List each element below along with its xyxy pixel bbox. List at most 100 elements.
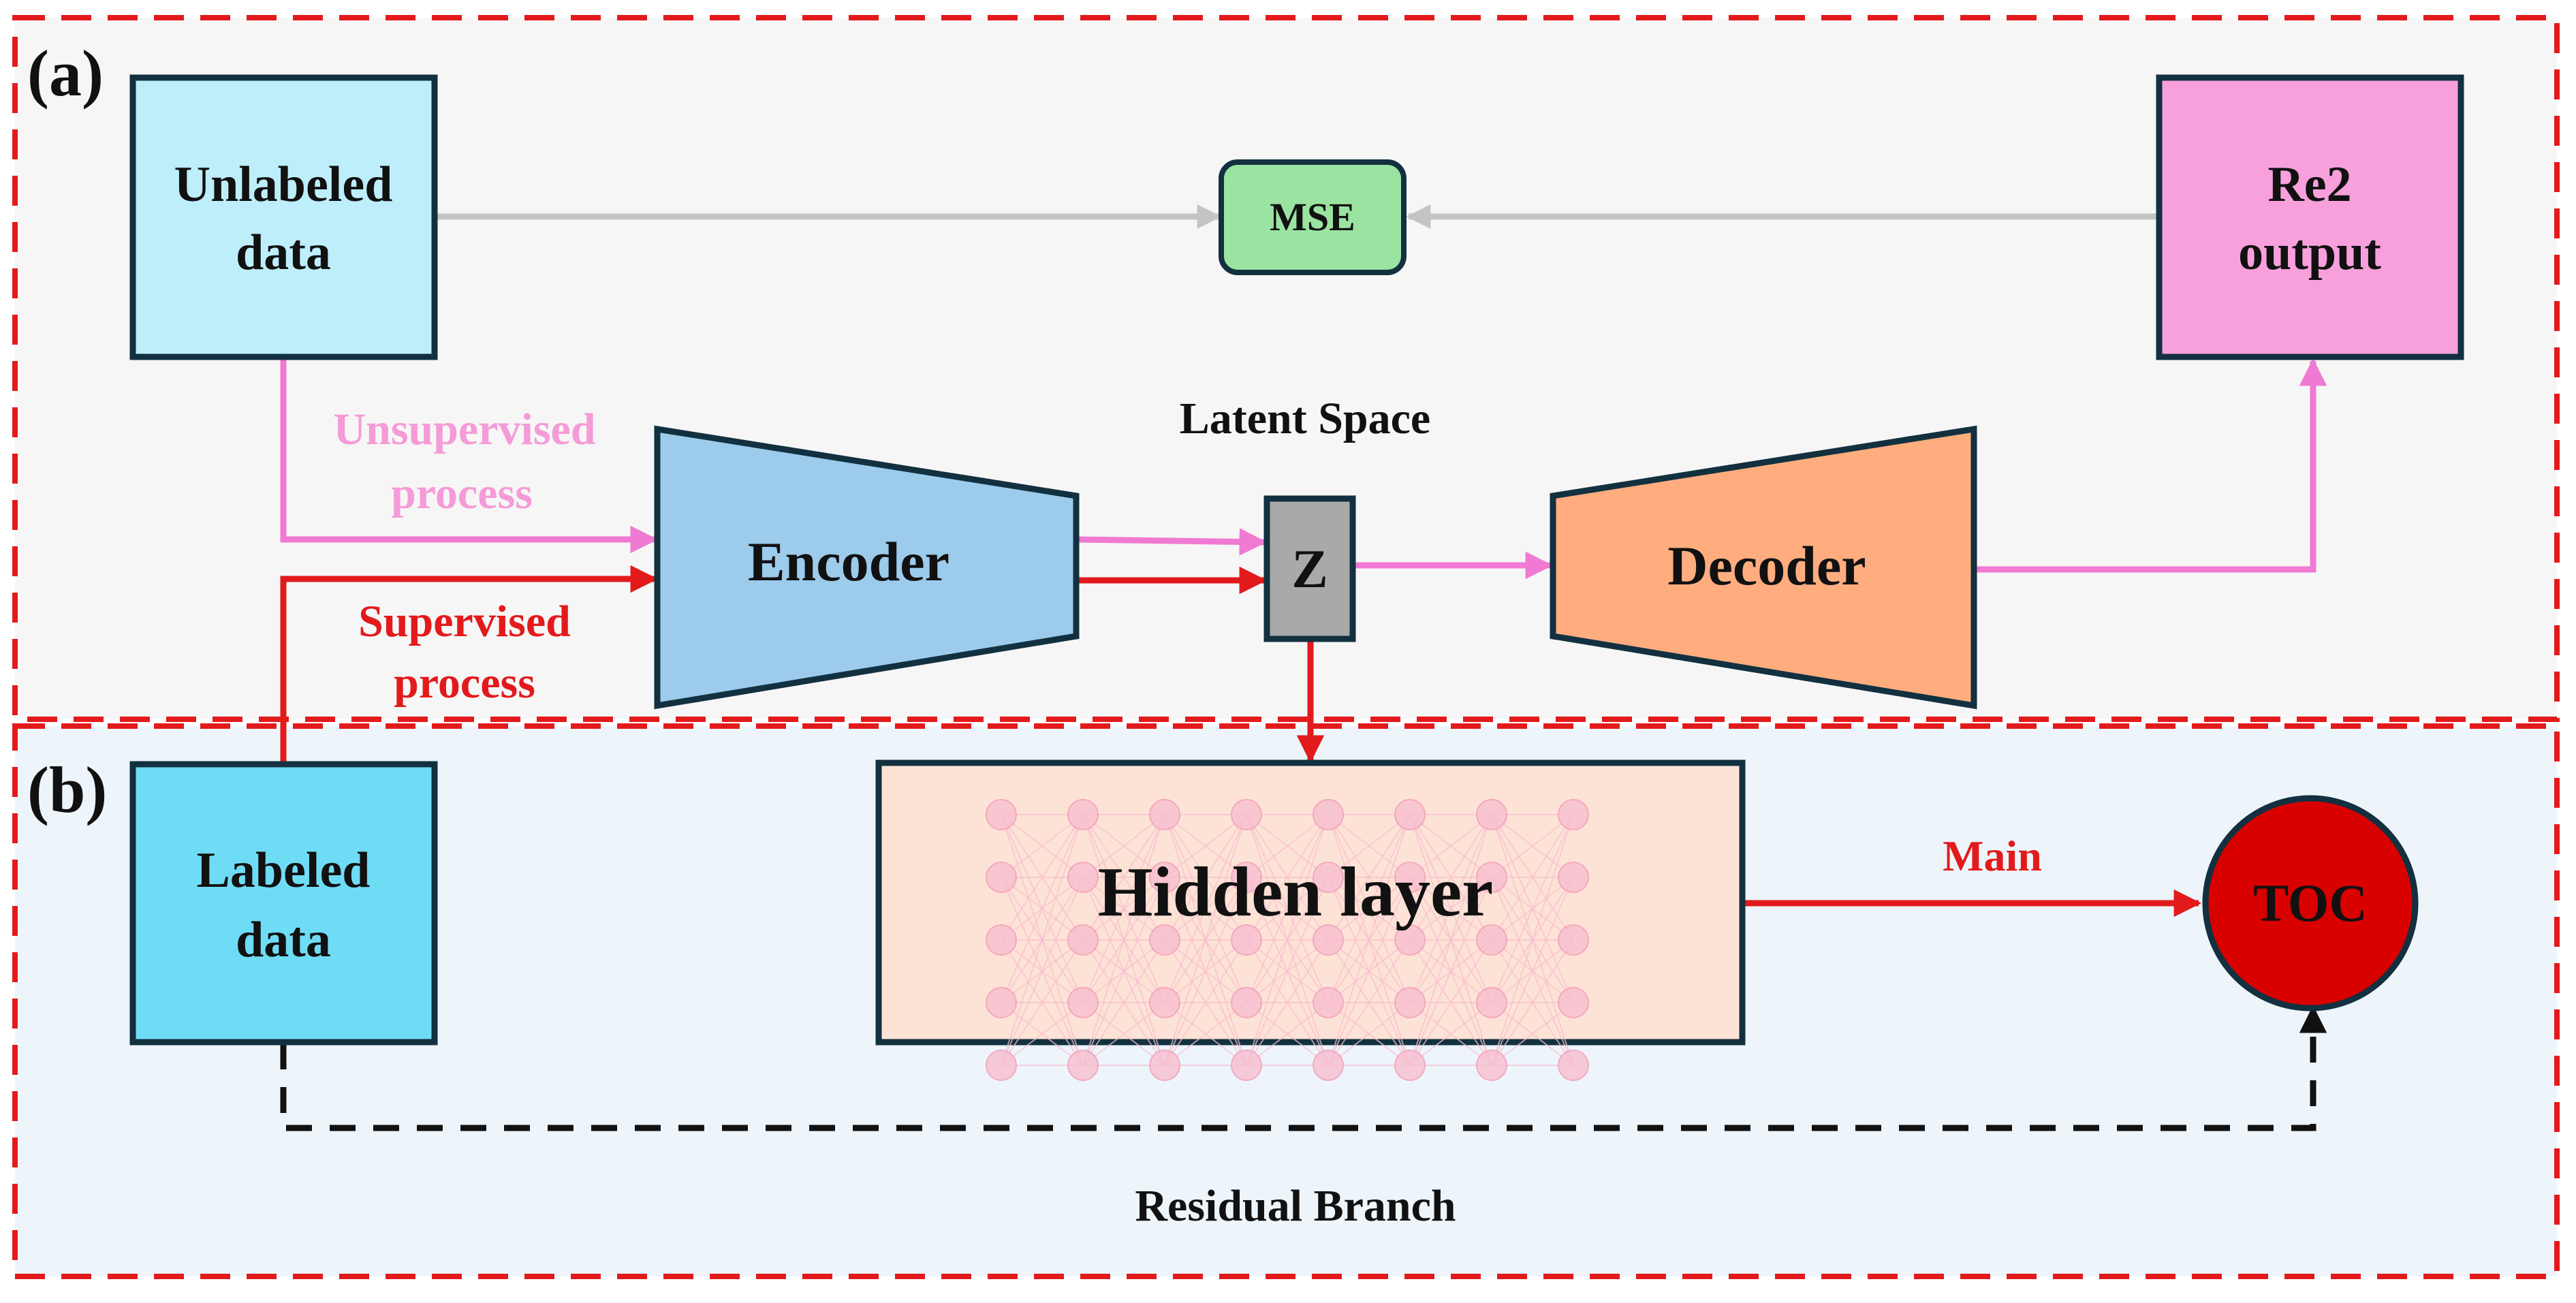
unsupervised-label-line1: Unsupervised [333, 405, 595, 454]
neuron-node [1394, 862, 1426, 893]
mse-box [1219, 159, 1407, 275]
main-label: Main [1943, 832, 2042, 880]
neuron-node [986, 1050, 1017, 1081]
neuron-node [1313, 1050, 1344, 1081]
neural-connection [1082, 877, 1165, 1066]
labeled-data-label-line2: data [236, 912, 331, 968]
arrow-encoder-to-z-pink [1075, 528, 1268, 556]
neuron-node [1231, 924, 1262, 956]
arrow-supervised-to-encoder [280, 565, 659, 763]
neural-connection [1491, 939, 1574, 1066]
neural-connection [1246, 877, 1329, 1066]
neural-connection [1246, 1002, 1329, 1066]
neural-connection [1246, 939, 1329, 1066]
neural-connection [1164, 814, 1247, 1003]
neural-connection [1409, 877, 1492, 1066]
neural-connection [1328, 939, 1411, 1066]
neural-connection [1082, 939, 1165, 1066]
neural-connection [1001, 814, 1084, 878]
neuron-node [1558, 1050, 1589, 1081]
neural-connection [1328, 814, 1411, 941]
neural-connection [1001, 814, 1084, 1066]
neural-connection [1328, 814, 1411, 1066]
neural-connection [1164, 814, 1247, 1066]
neural-connection [1164, 877, 1247, 1066]
neural-connection [1491, 1002, 1574, 1066]
neuron-node [986, 799, 1017, 830]
z-label: Z [1291, 539, 1328, 599]
neuron-node [1476, 987, 1507, 1018]
neural-connection [1409, 939, 1492, 1066]
neuron-node [1394, 1050, 1426, 1081]
neural-connection [1164, 814, 1247, 941]
unlabeled-data-label-line2: data [236, 225, 331, 281]
neural-connection [1328, 877, 1411, 1066]
neuron-node [1558, 799, 1589, 830]
neuron-node [1394, 924, 1426, 956]
arrow-residual-branch [280, 1005, 2327, 1131]
neural-connection [1001, 877, 1084, 1066]
re2-output-box [2156, 74, 2464, 360]
neural-connection [1409, 814, 1492, 941]
arrow-decoder-to-re2 [1974, 358, 2327, 573]
z-box [1263, 495, 1356, 642]
neuron-node [1149, 862, 1180, 893]
neural-connection [1409, 1002, 1492, 1066]
panel-b-label: (b) [27, 753, 107, 826]
neuron-node [986, 924, 1017, 956]
neural-connection [1409, 814, 1492, 878]
neural-connection [1164, 939, 1247, 1066]
neural-connection [1246, 814, 1329, 1066]
neuron-node [1313, 924, 1344, 956]
neural-connection [1409, 814, 1492, 1003]
decoder-label: Decoder [1667, 535, 1866, 597]
decoder-shape [1550, 425, 1977, 710]
re2-output-label-line2: output [2238, 225, 2381, 281]
decoder-node: Decoder [1550, 425, 1977, 710]
neuron-node [1231, 799, 1262, 830]
residual-branch-label: Residual Branch [1135, 1181, 1456, 1231]
neural-connection [1246, 814, 1329, 941]
hidden-layer-box [875, 759, 1746, 1046]
neuron-node [1476, 799, 1507, 830]
neural-connection [1246, 814, 1329, 1003]
labeled-data-box [129, 761, 438, 1046]
neuron-node [1067, 862, 1099, 893]
neuron-node [986, 862, 1017, 893]
neuron-node [1231, 862, 1262, 893]
neuron-node [1231, 987, 1262, 1018]
neural-connection [1082, 814, 1165, 1003]
neural-connection [1001, 1002, 1084, 1066]
re2-output-node: Re2 output [2156, 74, 2464, 360]
neuron-node [1231, 1050, 1262, 1081]
mse-node: MSE [1219, 159, 1407, 275]
neuron-node [1313, 799, 1344, 830]
neuron-node [1149, 987, 1180, 1018]
neuron-node [986, 987, 1017, 1018]
unlabeled-data-node: Unlabeled data [129, 74, 438, 360]
neural-connection [1082, 814, 1165, 941]
neural-connection [1491, 814, 1574, 941]
neuron-node [1313, 862, 1344, 893]
panel-a-label: (a) [27, 37, 104, 110]
neuron-node [1149, 799, 1180, 830]
re2-output-label-line1: Re2 [2267, 157, 2351, 213]
neuron-node [1558, 924, 1589, 956]
neuron-node [1476, 924, 1507, 956]
neuron-node [1558, 987, 1589, 1018]
hidden-layer-node: Hidden layer [875, 759, 1746, 1081]
toc-label: TOC [2253, 873, 2368, 932]
neuron-node [1149, 1050, 1180, 1081]
unlabeled-data-box [129, 74, 438, 360]
neuron-node [1067, 987, 1099, 1018]
neuron-node [1558, 862, 1589, 893]
supervised-label-line2: process [394, 658, 535, 708]
neural-connection [1164, 1002, 1247, 1066]
neuron-node [1067, 1050, 1099, 1081]
neural-connection [1082, 814, 1165, 1066]
neural-connection [1328, 814, 1411, 1003]
neural-connection [1491, 814, 1574, 1003]
neural-connection [1491, 814, 1574, 1066]
encoder-label: Encoder [748, 531, 949, 593]
